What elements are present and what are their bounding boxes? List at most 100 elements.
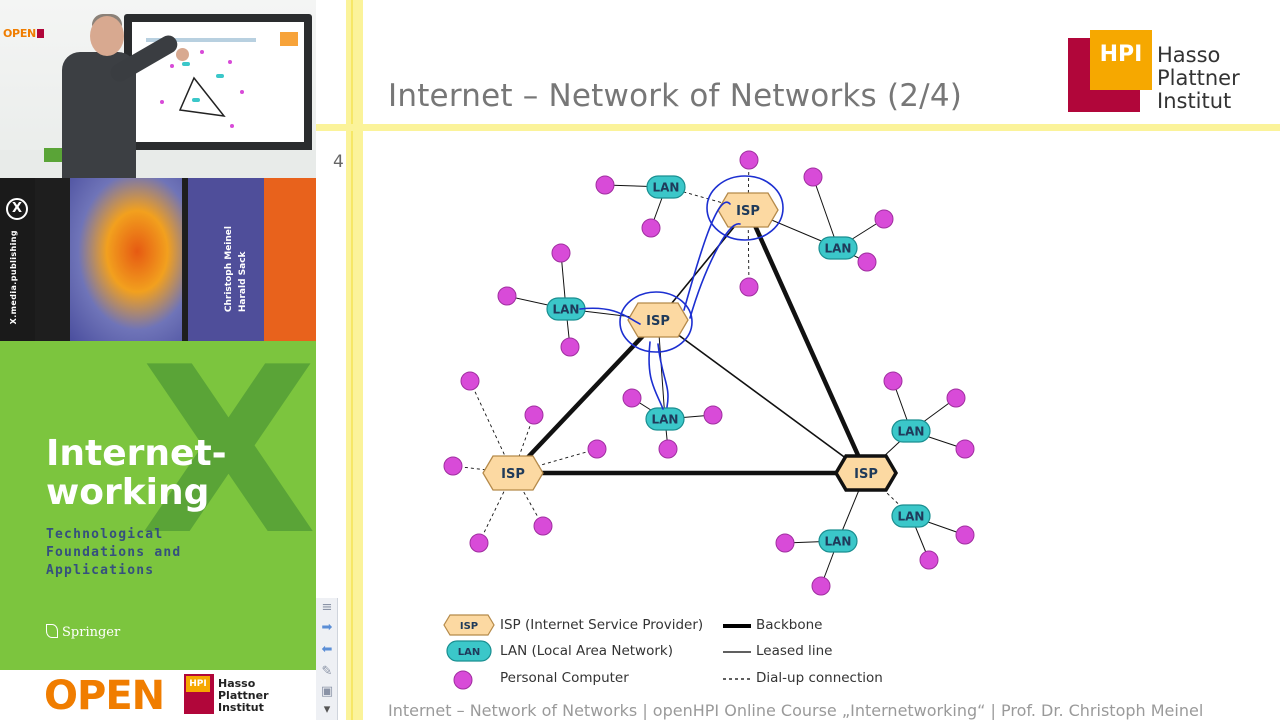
- legend-backbone-label: Backbone: [756, 613, 822, 637]
- pc-node-2: [740, 151, 758, 169]
- pc-node-18: [470, 534, 488, 552]
- legend-leased-line: [722, 646, 752, 658]
- legend-pc-icon: [452, 669, 474, 691]
- hpi-mini-mark: [37, 29, 44, 38]
- back-arrow-icon[interactable]: ⬅: [319, 642, 335, 658]
- pc-node-16: [444, 457, 462, 475]
- book-cover-photo: [70, 178, 182, 341]
- legend-lan-icon: LAN: [446, 640, 492, 662]
- open-hpi-mark: HPI: [184, 674, 214, 714]
- pc-node-20: [947, 389, 965, 407]
- pc-node-15: [588, 440, 606, 458]
- lan-label: LAN: [825, 535, 852, 549]
- pc-node-19: [884, 372, 902, 390]
- open-logo-small-word: OPEN: [3, 27, 36, 40]
- network-diagram: LAN LAN LAN LAN LAN LAN LAN ISP ISP ISP ISP: [363, 140, 1103, 600]
- open-logo-word: OPEN: [44, 672, 164, 720]
- slide-title-rule: [316, 124, 1280, 131]
- lan-node-lan_g: LAN: [819, 530, 857, 552]
- book-authors: Christoph Meinel Harald Sack: [222, 226, 250, 312]
- book-author-1: Christoph Meinel: [224, 226, 234, 312]
- book-series: X.media.publishing: [9, 230, 18, 324]
- legend-leased-label: Leased line: [756, 639, 832, 663]
- hpi-logo-line-1: Hasso: [1157, 43, 1220, 67]
- pc-node-24: [776, 534, 794, 552]
- isp-node-isp_left: ISP: [483, 456, 543, 490]
- slide-footer: Internet – Network of Networks | openHPI…: [388, 701, 1268, 720]
- lan-label: LAN: [825, 242, 852, 256]
- springer-horse-icon: [46, 624, 58, 638]
- isp-label: ISP: [854, 467, 878, 482]
- pc-node-0: [596, 176, 614, 194]
- isp-node-isp_top: ISP: [718, 193, 778, 227]
- hpi-logo-name: HassoPlattnerInstitut: [1157, 44, 1240, 113]
- lan-label: LAN: [898, 425, 925, 439]
- annotation-toolbar: ≡ ➡ ⬅ ✎ ▣ ▾: [316, 598, 338, 720]
- pc-node-7: [552, 244, 570, 262]
- pc-node-6: [858, 253, 876, 271]
- pc-node-14: [525, 406, 543, 424]
- lan-node-lan_f: LAN: [892, 505, 930, 527]
- pen-tool-icon[interactable]: ✎: [319, 664, 335, 680]
- legend-isp-icon-label: ISP: [460, 621, 478, 632]
- pc-node-13: [461, 372, 479, 390]
- slide-left-rule: [346, 0, 363, 720]
- hpi-logo-letters: HPI: [1093, 42, 1149, 67]
- x-media-icon: X: [6, 198, 28, 220]
- pc-node-9: [561, 338, 579, 356]
- scroll-down-icon[interactable]: ▾: [319, 702, 335, 718]
- open-logo-small: OPEN: [3, 27, 44, 40]
- pc-node-1: [642, 219, 660, 237]
- pc-node-21: [956, 440, 974, 458]
- presenter-head: [90, 16, 124, 56]
- isp-node-isp_mid: ISP: [628, 303, 688, 337]
- pc-node-4: [804, 168, 822, 186]
- isp-label: ISP: [646, 314, 670, 329]
- pc-node-8: [498, 287, 516, 305]
- pc-node-12: [659, 440, 677, 458]
- legend-pc-label: Personal Computer: [500, 666, 629, 690]
- image-tool-icon[interactable]: ▣: [319, 684, 335, 700]
- smartboard: [124, 14, 312, 156]
- open-hpi-line-3: Institut: [218, 701, 264, 714]
- lan-label: LAN: [553, 303, 580, 317]
- pc-node-5: [875, 210, 893, 228]
- hpi-logo-line-2: Plattner: [1157, 66, 1240, 90]
- isp-node-isp_right: ISP: [836, 456, 896, 490]
- slide-page-number: 4: [333, 152, 344, 172]
- isp-label: ISP: [736, 204, 760, 219]
- lan-node-lan_d: LAN: [646, 408, 684, 430]
- lan-node-lan_e: LAN: [892, 420, 930, 442]
- legend-dialup-line: [722, 673, 752, 685]
- diagram-legend: ISP ISP (Internet Service Provider) LAN …: [440, 612, 910, 696]
- legend-dialup-label: Dial-up connection: [756, 666, 883, 690]
- pc-node-17: [534, 517, 552, 535]
- book-author-2: Harald Sack: [238, 251, 248, 312]
- slide-title: Internet – Network of Networks (2/4): [388, 78, 962, 114]
- legend-lan-icon-label: LAN: [458, 647, 480, 658]
- book-subtitle-line-3: Applications: [46, 563, 154, 578]
- page-list-icon[interactable]: ≡: [319, 600, 335, 616]
- legend-lan-label: LAN (Local Area Network): [500, 639, 673, 663]
- book-orange-panel: [264, 178, 316, 341]
- book-title-line-1: Internet-: [46, 433, 227, 474]
- forward-arrow-icon[interactable]: ➡: [319, 620, 335, 636]
- pc-node-23: [920, 551, 938, 569]
- presenter-video[interactable]: OPEN: [0, 0, 316, 178]
- book-subtitle-line-1: Technological: [46, 527, 163, 542]
- hpi-logo-line-3: Institut: [1157, 89, 1231, 113]
- legend-backbone-line: [722, 620, 752, 632]
- springer-name: Springer: [62, 625, 120, 640]
- open-hpi-mark-text: HPI: [186, 676, 210, 692]
- legend-isp-label: ISP (Internet Service Provider): [500, 613, 703, 637]
- presenter-hand: [176, 48, 189, 61]
- pc-node-11: [704, 406, 722, 424]
- isp-label: ISP: [501, 467, 525, 482]
- lan-node-lan_a: LAN: [647, 176, 685, 198]
- lan-label: LAN: [653, 181, 680, 195]
- lan-label: LAN: [652, 413, 679, 427]
